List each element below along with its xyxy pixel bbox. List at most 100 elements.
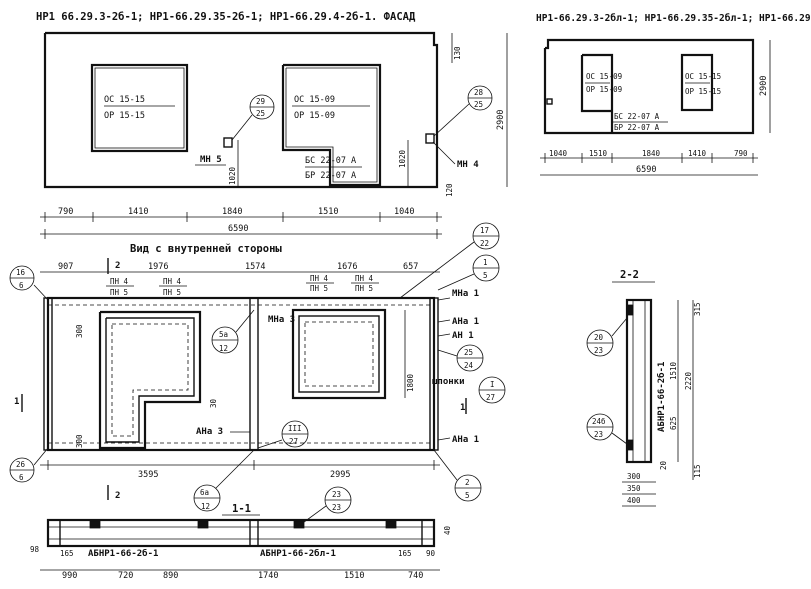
svg-text:990: 990	[62, 571, 77, 581]
svg-text:350: 350	[627, 484, 641, 493]
callout-6a-12: 6а 12	[193, 449, 255, 512]
facade-main-window-2-label-1: ОС 15-09	[294, 95, 335, 105]
svg-text:МНа 1: МНа 1	[452, 289, 479, 299]
svg-text:2900: 2900	[759, 76, 769, 96]
svg-text:1740: 1740	[258, 571, 278, 581]
facade-main-embed-mn4	[425, 133, 435, 144]
mn5-label: МН 5	[200, 155, 222, 165]
svg-text:27: 27	[289, 437, 298, 446]
svg-text:40: 40	[443, 525, 452, 535]
facade-main-window-1-label-2: ОР 15-15	[104, 111, 145, 121]
svg-text:720: 720	[118, 571, 133, 581]
callout-16-6: 16 6	[9, 265, 49, 301]
svg-text:300: 300	[75, 434, 84, 448]
svg-text:1410: 1410	[128, 207, 148, 217]
callout-25-24: 25 24	[437, 344, 484, 372]
section-2-mark-bottom: 2	[115, 491, 120, 501]
svg-text:1510: 1510	[318, 207, 338, 217]
callout-III-27: III 27	[257, 420, 309, 449]
section-2-2: 2-2 АБНР1-66-2б-1 20 23 24б 23 315 1510 …	[586, 269, 702, 507]
svg-text:23: 23	[332, 490, 341, 499]
svg-text:ПН 4: ПН 4	[163, 277, 182, 286]
svg-text:907: 907	[58, 262, 73, 272]
svg-text:5: 5	[483, 271, 488, 280]
svg-text:ОР 15-15: ОР 15-15	[685, 87, 721, 96]
svg-text:ПН 4: ПН 4	[355, 274, 374, 283]
inside-window-right	[291, 308, 387, 400]
svg-text:24: 24	[464, 361, 474, 370]
facade-main-embed-mn5	[223, 137, 233, 148]
facade-main-window-door	[281, 63, 382, 187]
svg-text:300: 300	[75, 324, 84, 338]
svg-text:3595: 3595	[138, 470, 158, 480]
svg-text:657: 657	[403, 262, 418, 272]
svg-text:790: 790	[734, 149, 748, 158]
svg-text:790: 790	[58, 207, 73, 217]
svg-text:24б: 24б	[592, 417, 606, 426]
facade-mirror-window-2	[680, 53, 714, 112]
svg-text:АНа 3: АНа 3	[196, 427, 223, 437]
svg-text:1840: 1840	[642, 149, 661, 158]
svg-text:ПН 5: ПН 5	[310, 284, 328, 293]
svg-text:1976: 1976	[148, 262, 168, 272]
svg-text:1800: 1800	[406, 373, 415, 392]
facade-mirror-window-1	[580, 53, 614, 133]
section-1-1: 1-1 АБНР1-66-2б-1 АБНР1-66-2бл-1 98 165 …	[30, 503, 452, 581]
svg-text:5а: 5а	[219, 330, 228, 339]
svg-text:27: 27	[486, 393, 495, 402]
svg-text:АН 1: АН 1	[452, 331, 474, 341]
svg-text:165: 165	[60, 549, 74, 558]
callout-17-22: 17 22	[399, 222, 500, 299]
svg-text:1510: 1510	[589, 149, 608, 158]
facade-main-total-width: 6590	[228, 224, 248, 234]
svg-text:5: 5	[465, 491, 470, 500]
facade-main-window-1-label-1: ОС 15-15	[104, 95, 145, 105]
section-1-1-outline	[46, 518, 436, 548]
svg-text:МНа 3: МНа 3	[268, 315, 295, 325]
facade-main: ОС 15-15 ОР 15-15 ОС 15-09 ОР 15-09 БС 2…	[40, 31, 508, 239]
svg-text:120: 120	[445, 183, 454, 197]
svg-text:25: 25	[474, 100, 483, 109]
svg-text:625: 625	[669, 416, 678, 430]
svg-text:2995: 2995	[330, 470, 350, 480]
inside-window-left	[98, 310, 202, 450]
section-2-2-outline	[625, 298, 653, 464]
facade-main-window-2-label-2: ОР 15-09	[294, 111, 335, 121]
section-1-1-label-left: АБНР1-66-2б-1	[88, 548, 158, 559]
svg-text:III: III	[288, 424, 302, 433]
inside-view: Вид с внутренней стороны 907 1976 1574 1…	[9, 222, 506, 526]
facade-main-outline	[43, 31, 439, 189]
mn4-label: МН 4	[457, 160, 479, 170]
svg-text:23: 23	[332, 503, 341, 512]
svg-text:90: 90	[426, 549, 436, 558]
svg-text:АНа 1: АНа 1	[452, 435, 479, 445]
callout-I-27: I 27	[478, 376, 506, 404]
svg-text:6590: 6590	[636, 165, 656, 175]
section-2-2-title: 2-2	[620, 269, 639, 281]
svg-text:30: 30	[209, 398, 218, 408]
svg-text:БР 22-07 А: БР 22-07 А	[614, 123, 660, 132]
svg-text:1040: 1040	[394, 207, 414, 217]
svg-text:98: 98	[30, 545, 40, 554]
section-2-2-vertical-label: АБНР1-66-2б-1	[656, 362, 667, 432]
svg-text:26: 26	[16, 460, 26, 469]
svg-text:12: 12	[219, 344, 228, 353]
svg-text:25: 25	[464, 348, 473, 357]
svg-text:25: 25	[256, 109, 265, 118]
facade-main-title: НР1 66.29.3-2б-1; НР1-66.29.35-2б-1; НР1…	[36, 11, 416, 23]
svg-text:315: 315	[693, 302, 702, 316]
svg-text:300: 300	[627, 472, 641, 481]
svg-text:115: 115	[693, 464, 702, 478]
svg-text:ПН 4: ПН 4	[310, 274, 329, 283]
svg-text:6: 6	[19, 281, 24, 290]
section-1-mark-left: 1	[14, 397, 19, 407]
facade-mirror-outline	[543, 38, 755, 135]
facade-main-window-1	[90, 63, 189, 153]
svg-text:29: 29	[256, 97, 265, 106]
svg-text:6а: 6а	[200, 488, 209, 497]
svg-text:20: 20	[659, 460, 668, 470]
facade-main-door-label-2: БР 22-07 А	[305, 171, 356, 181]
svg-text:2: 2	[465, 478, 470, 487]
svg-text:1574: 1574	[245, 262, 265, 272]
